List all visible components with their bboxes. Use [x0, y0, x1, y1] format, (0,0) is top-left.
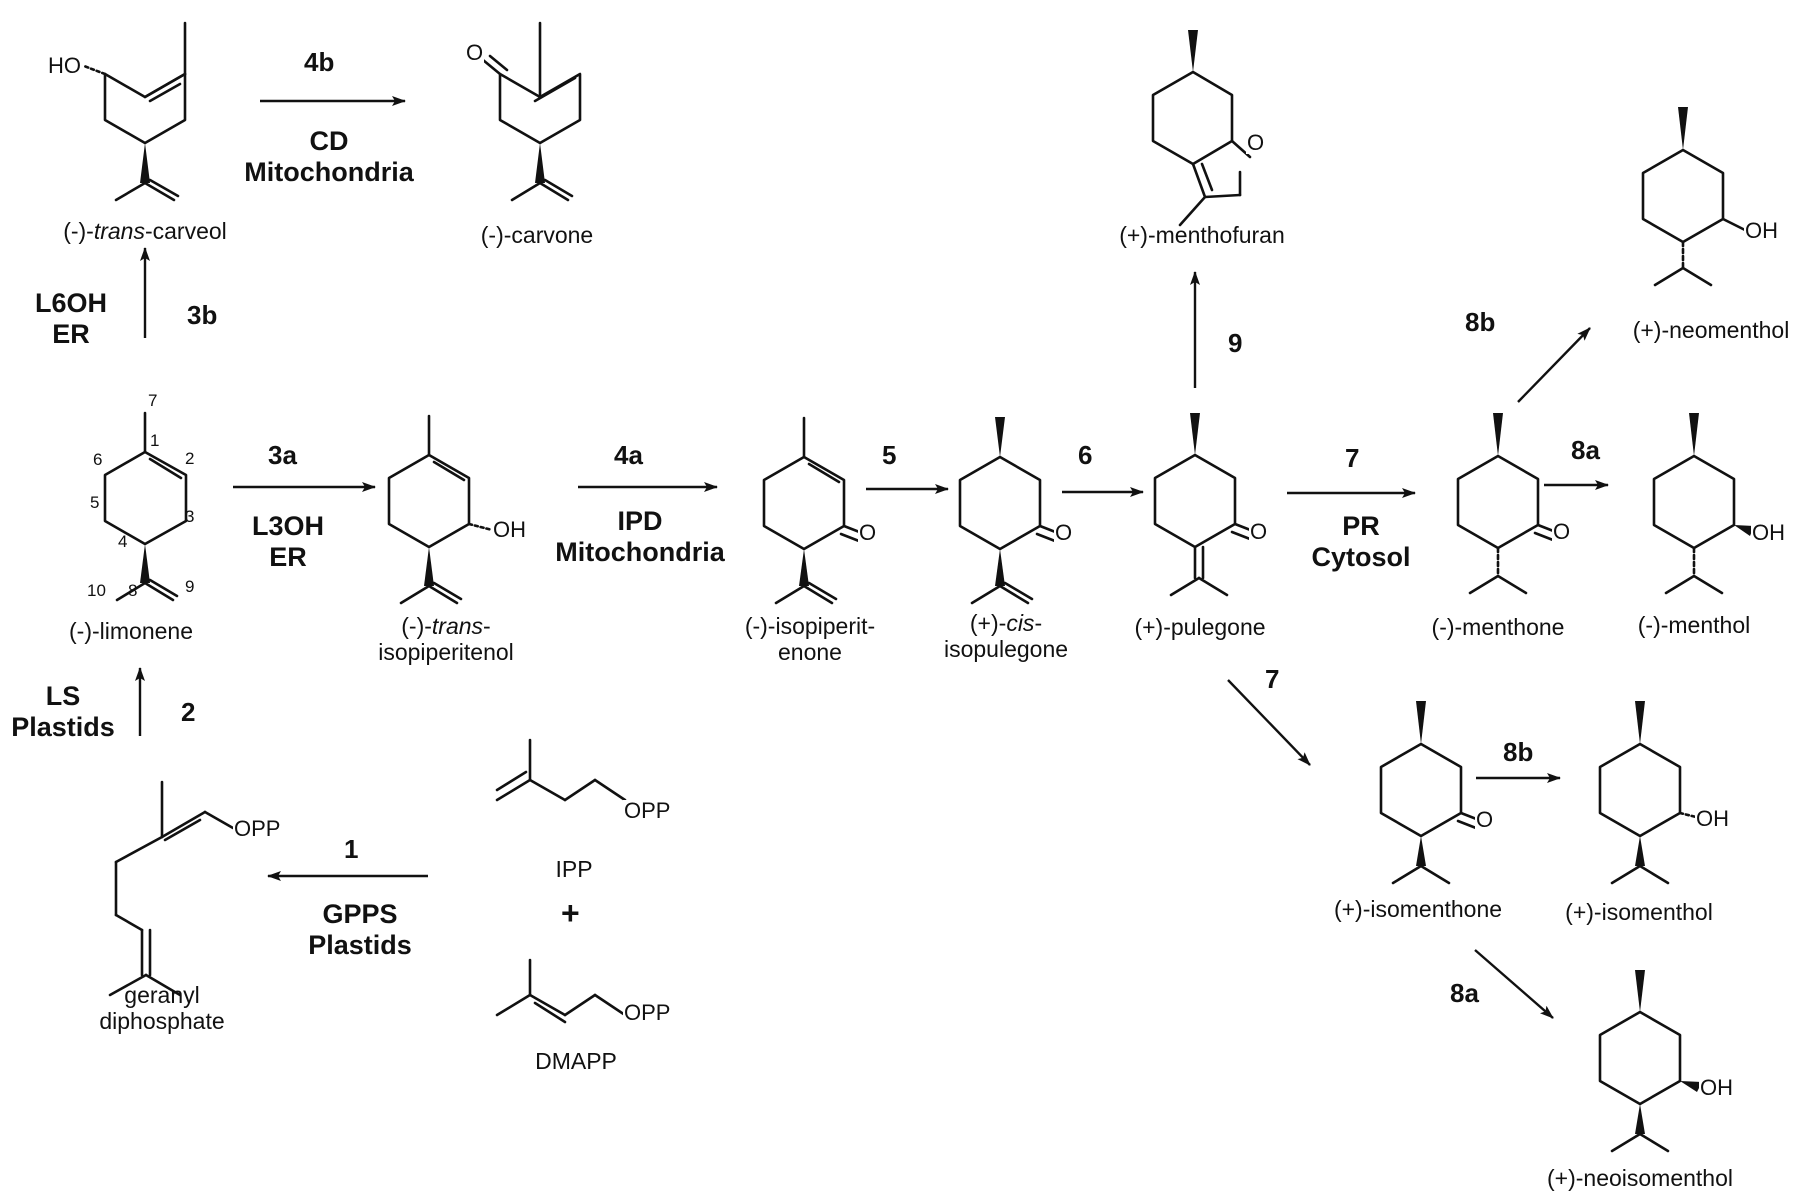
atom-o-carvone: O: [465, 40, 485, 65]
structure-ipp: [495, 738, 627, 802]
label-trans-isopiperitenol: (-)-trans- isopiperitenol: [378, 613, 514, 666]
plus-sign: +: [561, 895, 580, 931]
atom-o-isomenthone: O: [1475, 807, 1495, 832]
atom-opp-geranyl: OPP: [233, 816, 282, 841]
step-7-top: 7: [1345, 443, 1360, 473]
structure-pulegone: [1153, 413, 1255, 597]
arrow-step-7-bottom: [1227, 679, 1311, 766]
atom-o-menthofuran: O: [1246, 130, 1266, 155]
step-8a-bottom: 8a: [1450, 978, 1479, 1008]
atom-oh-neomenthol-top: OH: [1744, 218, 1779, 243]
label-dmapp: DMAPP: [535, 1048, 617, 1074]
label-neomenthol-top: (+)-neomenthol: [1632, 317, 1790, 343]
label-menthol: (-)-menthol: [1637, 612, 1751, 638]
limonene-numbering-6: 6: [93, 450, 103, 469]
label-pulegone: (+)-pulegone: [1134, 614, 1266, 640]
limonene-numbering-8: 8: [128, 581, 138, 600]
structure-menthol: [1652, 413, 1754, 595]
label-trans-carveol: (-)-trans-carveol: [63, 218, 227, 244]
structure-trans-carveol: [82, 21, 187, 202]
limonene-numbering-5: 5: [90, 493, 100, 512]
structure-limonene: [103, 411, 188, 602]
limonene-numbering-7: 7: [148, 391, 158, 410]
structure-menthone: [1456, 413, 1558, 595]
limonene-numbering-3: 3: [185, 507, 195, 526]
structure-carvone: [481, 21, 582, 202]
step-8a-top: 8a: [1571, 435, 1600, 465]
step-3b: 3b: [187, 300, 218, 330]
structure-isomenthone: [1379, 701, 1481, 885]
label-isomenthone: (+)-isomenthone: [1333, 896, 1503, 922]
label-geranyl-diphosphate: geranyl diphosphate: [99, 982, 225, 1035]
atom-o-isopiperitenone: O: [858, 520, 878, 545]
step-4b: 4b: [304, 47, 335, 77]
label-menthofuran: (+)-menthofuran: [1119, 222, 1285, 248]
label-ipp: IPP: [555, 856, 593, 882]
label-isomenthol: (+)-isomenthol: [1565, 899, 1713, 925]
step-8b-bottom: 8b: [1503, 737, 1534, 767]
step-9: 9: [1228, 328, 1243, 358]
structure-cis-isopulegone: [958, 417, 1060, 605]
atom-oh-menthol: OH: [1751, 520, 1786, 545]
label-isopiperitenone: (-)-isopiperit- enone: [744, 613, 876, 666]
limonene-numbering-10: 10: [87, 581, 106, 600]
structure-geranyl-diphosphate: [108, 780, 235, 997]
atom-oh-isomenthol: OH: [1695, 806, 1730, 831]
step-1: 1: [344, 834, 359, 864]
label-menthone: (-)-menthone: [1431, 614, 1565, 640]
step-5: 5: [882, 440, 897, 470]
structure-neomenthol-top: [1641, 107, 1747, 287]
structure-menthofuran: [1151, 30, 1252, 227]
structure-dmapp: [495, 958, 627, 1024]
label-cis-isopulegone: (+)-cis- isopulegone: [943, 610, 1069, 663]
arrow-step-8b-top: [1517, 327, 1591, 403]
atom-opp-dmapp: OPP: [623, 1000, 672, 1025]
atom-oh-isopiperitenol: OH: [492, 517, 527, 542]
label-carvone: (-)-carvone: [480, 222, 594, 248]
label-limonene: (-)-limonene: [69, 618, 193, 644]
limonene-numbering-4: 4: [118, 532, 128, 551]
step-4a: 4a: [614, 440, 643, 470]
step-8b-top: 8b: [1465, 307, 1496, 337]
arrow-step-8a-bottom: [1474, 949, 1554, 1019]
atom-ho-carveol: HO: [47, 53, 82, 78]
label-neoisomenthol: (+)-neoisomenthol: [1546, 1165, 1734, 1191]
atom-o-isopulegone: O: [1054, 520, 1074, 545]
limonene-numbering-9: 9: [185, 577, 195, 596]
structure-isomenthol: [1598, 701, 1702, 885]
atom-opp-ipp: OPP: [623, 798, 672, 823]
step-6: 6: [1078, 440, 1093, 470]
structure-neoisomenthol: [1598, 970, 1702, 1153]
atom-o-pulegone: O: [1249, 519, 1269, 544]
atom-oh-neoisomenthol: OH: [1699, 1075, 1734, 1100]
step-2: 2: [181, 697, 196, 727]
limonene-numbering-2: 2: [185, 449, 195, 468]
step-3a: 3a: [268, 440, 297, 470]
step-7-bottom: 7: [1265, 664, 1280, 694]
structure-isopiperitenone: [762, 416, 864, 605]
structure-trans-isopiperitenol: [387, 414, 494, 605]
limonene-numbering-1: 1: [150, 431, 160, 450]
atom-o-menthone: O: [1552, 519, 1572, 544]
